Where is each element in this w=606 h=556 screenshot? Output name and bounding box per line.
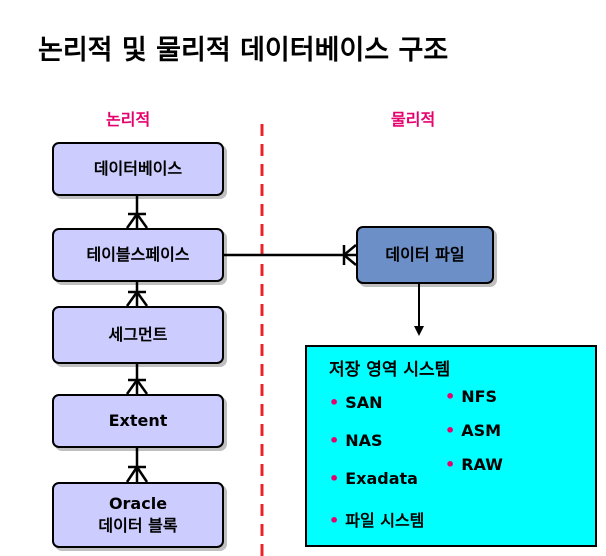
connector-tablespace-datafile — [224, 244, 357, 266]
storage-item-raw: •RAW — [445, 455, 503, 474]
storage-title: 저장 영역 시스템 — [329, 360, 451, 380]
data-file-box: 데이터 파일 — [356, 226, 494, 284]
bullet-icon: • — [329, 469, 340, 488]
physical-label: 물리적 — [391, 110, 436, 129]
connector-db-tablespace — [125, 196, 149, 229]
arrow-datafile-storage — [414, 284, 424, 336]
oracle-block-box: Oracle 데이터 블록 — [52, 482, 224, 548]
page-title: 논리적 및 물리적 데이터베이스 구조 — [38, 35, 449, 66]
oracle-block-label-line1: Oracle — [108, 494, 168, 514]
database-label: 데이터베이스 — [93, 159, 183, 179]
bullet-icon: • — [329, 393, 340, 412]
segment-label: 세그먼트 — [108, 325, 168, 345]
storage-item-asm: •ASM — [445, 421, 502, 440]
storage-item-filesystem: •파일 시스템 — [329, 511, 425, 530]
connector-extent-block — [125, 448, 149, 483]
storage-system-box: 저장 영역 시스템 •SAN •NAS •Exadata •파일 시스템 •NF… — [305, 345, 597, 547]
storage-item-san: •SAN — [329, 393, 383, 412]
connector-segment-extent — [125, 364, 149, 395]
oracle-block-label-line2: 데이터 블록 — [98, 516, 178, 535]
data-file-label: 데이터 파일 — [385, 245, 465, 265]
bullet-icon: • — [329, 431, 340, 450]
storage-item-exadata: •Exadata — [329, 469, 418, 488]
storage-item-nas: •NAS — [329, 431, 383, 450]
bullet-icon: • — [445, 455, 456, 474]
database-box: 데이터베이스 — [52, 142, 224, 196]
extent-label: Extent — [108, 411, 168, 431]
bullet-icon: • — [445, 387, 456, 406]
storage-item-nfs: •NFS — [445, 387, 498, 406]
bullet-icon: • — [445, 421, 456, 440]
tablespace-box: 테이블스페이스 — [52, 228, 224, 282]
bullet-icon: • — [329, 511, 340, 530]
segment-box: 세그먼트 — [52, 306, 224, 364]
tablespace-label: 테이블스페이스 — [86, 245, 190, 265]
logical-label: 논리적 — [106, 110, 151, 129]
extent-box: Extent — [52, 394, 224, 448]
connector-tablespace-segment — [125, 282, 149, 307]
